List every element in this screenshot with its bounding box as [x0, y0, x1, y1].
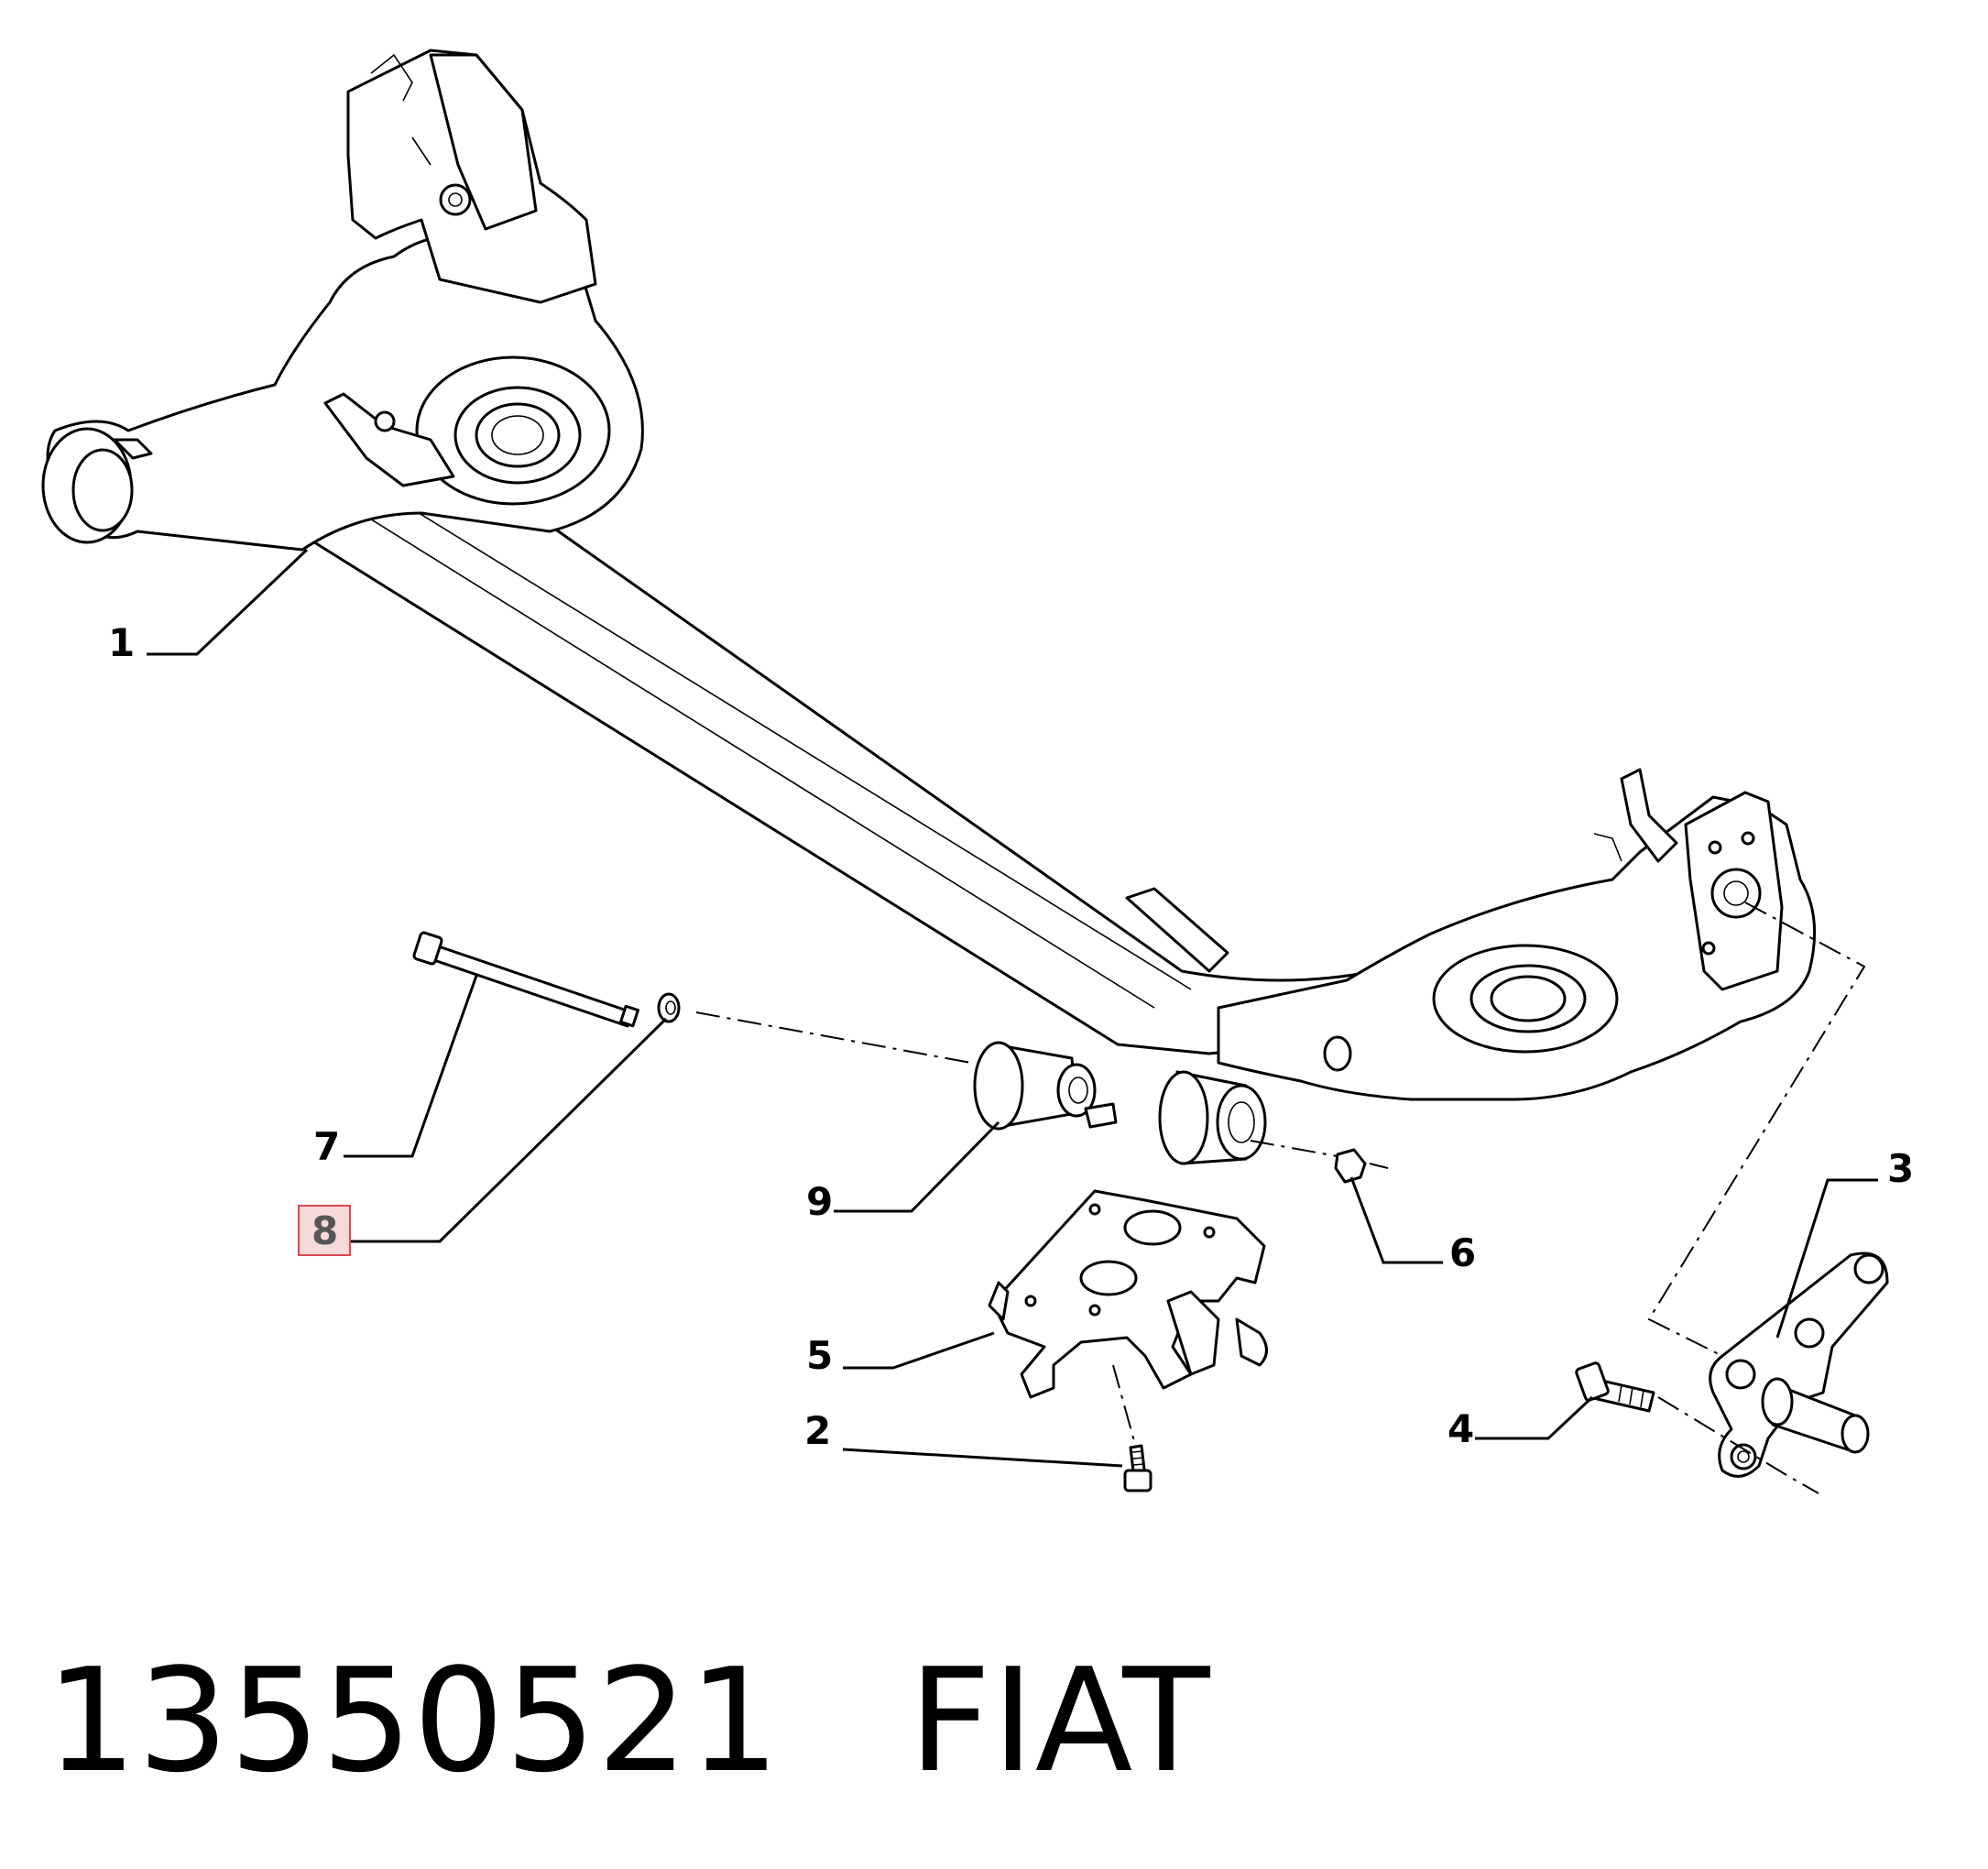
pivot-bolt: [412, 931, 639, 1028]
washer: [657, 992, 681, 1023]
part-caption: 13550521 FIAT: [46, 1638, 1211, 1803]
callout-5: 5: [806, 1333, 833, 1378]
rear-axle-beam: [41, 49, 1817, 1101]
wheel-spindle: [1709, 1251, 1889, 1478]
callout-1: 1: [108, 620, 135, 665]
spindle-bolt: [1575, 1361, 1655, 1413]
callout-2: 2: [804, 1408, 831, 1453]
callout-4: 4: [1447, 1406, 1474, 1451]
callout-8: 8: [311, 1208, 338, 1253]
part-number: 13550521: [46, 1637, 781, 1804]
callout-3: 3: [1887, 1146, 1914, 1191]
callout-6: 6: [1449, 1230, 1476, 1275]
callout-9: 9: [806, 1179, 833, 1224]
callout-leaders: [147, 548, 1878, 1468]
callout-labels: 1 2 3 4 5 6 7 8 9: [108, 620, 1914, 1453]
installed-bushing: [1158, 1070, 1267, 1165]
trailing-arm-bushing: [973, 1041, 1118, 1131]
assembly-axes: [695, 902, 1866, 1494]
bracket-bolt: [1123, 1444, 1152, 1492]
callout-7: 7: [313, 1124, 340, 1169]
mounting-bracket: [988, 1189, 1268, 1399]
callout-8-highlight-box: [298, 1205, 351, 1256]
nut: [1334, 1148, 1367, 1184]
brand-name: FIAT: [909, 1637, 1211, 1804]
